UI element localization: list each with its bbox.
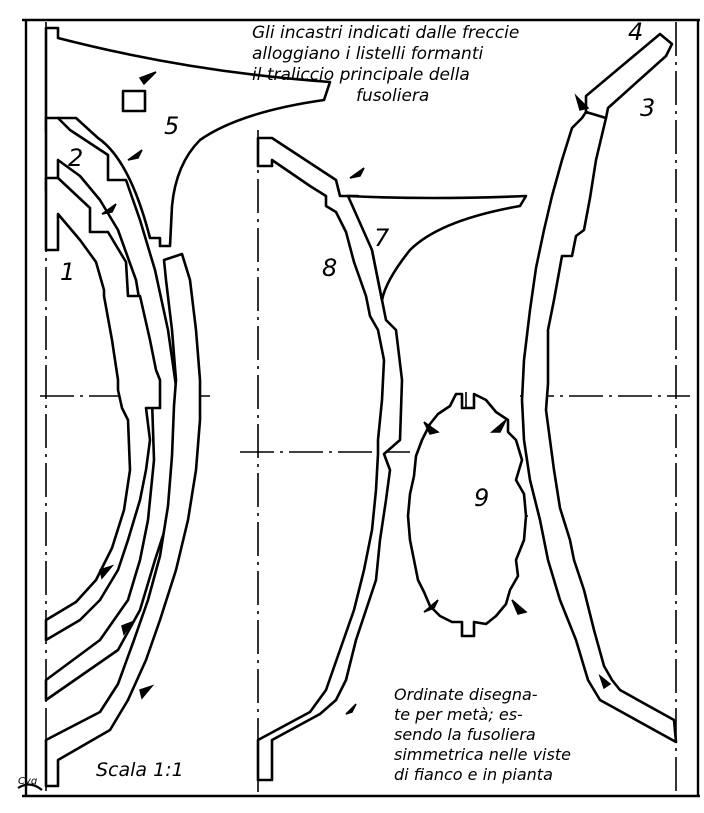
drawing-frame — [22, 18, 700, 798]
arrow-icon — [511, 599, 528, 615]
arrow-icon — [127, 149, 143, 161]
bottom-note-line-2: te per metà; es- — [394, 705, 523, 724]
arrow-icon — [423, 421, 440, 435]
bottom-note: Ordinate disegna- te per metà; es- sendo… — [394, 685, 571, 784]
arrow-icon — [349, 167, 365, 179]
top-note-line-1: Gli incastri indicati dalle freccie — [252, 23, 519, 43]
part-label-7: 7 — [374, 224, 390, 252]
part-7-outline — [346, 194, 528, 302]
part-label-4: 4 — [628, 18, 643, 46]
scale-label: Scala 1:1 — [96, 759, 184, 781]
part-2-outline — [44, 116, 180, 702]
part-3-outline — [520, 110, 678, 744]
part-label-9: 9 — [474, 484, 489, 512]
part-1-outline — [44, 176, 162, 642]
bottom-note-line-3: sendo la fusoliera — [394, 725, 536, 744]
part-9-outline — [406, 392, 528, 638]
part-5-square-hole — [121, 89, 147, 113]
arrow-icon — [99, 564, 115, 580]
arrow-icon — [598, 673, 612, 690]
signature-mark: Cyg — [17, 776, 43, 791]
arrow-icon — [101, 203, 117, 215]
arrow-icon — [574, 93, 590, 111]
signature-text: Cyg — [18, 776, 37, 787]
top-note-line-4: fusoliera — [356, 86, 429, 106]
top-note-line-3: il traliccio principale della — [252, 65, 470, 85]
part-label-3: 3 — [640, 94, 655, 122]
arrow-icon — [489, 419, 507, 433]
part-1-spine — [44, 252, 202, 788]
arrow-icon — [139, 684, 155, 700]
part-8-outline — [256, 136, 404, 782]
bottom-note-line-1: Ordinate disegna- — [394, 685, 538, 704]
part-label-5: 5 — [164, 112, 179, 140]
part-label-1: 1 — [60, 258, 75, 286]
top-note-line-2: alloggiano i listelli formanti — [252, 44, 483, 64]
part-5-outline — [44, 26, 332, 248]
arrow-icon — [423, 599, 439, 613]
bottom-note-line-5: di fianco e in pianta — [394, 765, 553, 784]
part-label-2: 2 — [68, 144, 83, 172]
part-label-8: 8 — [322, 254, 337, 282]
bottom-note-line-4: simmetrica nelle viste — [394, 745, 571, 764]
arrow-icon — [345, 703, 357, 715]
arrow-icon — [121, 620, 134, 636]
arrow-icons — [99, 71, 612, 715]
part-4-outline — [584, 32, 674, 120]
part-labels: 1 2 3 4 5 7 8 9 — [60, 18, 655, 512]
top-note: Gli incastri indicati dalle freccie allo… — [252, 23, 519, 106]
arrow-icon — [138, 71, 157, 86]
